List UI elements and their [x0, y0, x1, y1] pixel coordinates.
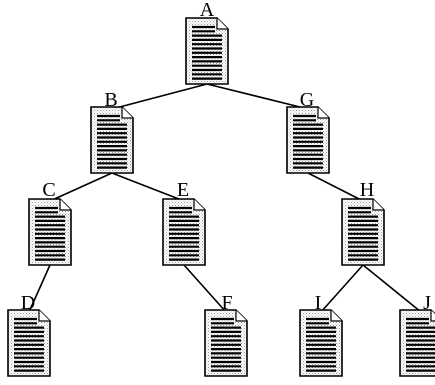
- node-i: I: [299, 292, 343, 377]
- edge-a-g: [206, 83, 309, 110]
- node-label-c: C: [42, 179, 55, 201]
- document-icon: [286, 106, 330, 174]
- node-a: A: [185, 0, 229, 85]
- edge-e-f: [183, 264, 227, 313]
- edge-b-c: [49, 172, 113, 202]
- document-icon: [204, 309, 248, 377]
- node-b: B: [90, 89, 134, 174]
- edge-h-j: [362, 264, 422, 313]
- node-label-g: G: [300, 89, 314, 111]
- node-label-a: A: [200, 0, 215, 21]
- node-label-f: F: [221, 292, 232, 314]
- document-icon: [299, 309, 343, 377]
- document-icon: [185, 17, 229, 85]
- nodes-layer: A B G C E H D F I J: [7, 0, 435, 377]
- node-f: F: [204, 292, 248, 377]
- document-icon: [7, 309, 51, 377]
- edge-h-i: [320, 264, 364, 313]
- edge-g-h: [307, 172, 364, 202]
- node-label-b: B: [104, 89, 117, 111]
- document-icon: [341, 198, 385, 266]
- node-label-d: D: [21, 292, 35, 314]
- edge-c-d: [28, 264, 51, 313]
- node-g: G: [286, 89, 330, 174]
- node-label-i: I: [315, 292, 322, 314]
- node-label-h: H: [360, 179, 374, 201]
- node-j: J: [399, 292, 435, 377]
- node-c: C: [28, 179, 72, 266]
- edge-b-e: [111, 172, 185, 202]
- edge-a-b: [111, 83, 208, 110]
- document-icon: [28, 198, 72, 266]
- document-icon: [90, 106, 134, 174]
- node-label-e: E: [177, 179, 189, 201]
- node-d: D: [7, 292, 51, 377]
- node-h: H: [341, 179, 385, 266]
- edges-layer: [28, 83, 422, 313]
- document-icon: [399, 309, 435, 377]
- node-e: E: [162, 179, 206, 266]
- node-label-j: J: [423, 292, 431, 314]
- document-icon: [162, 198, 206, 266]
